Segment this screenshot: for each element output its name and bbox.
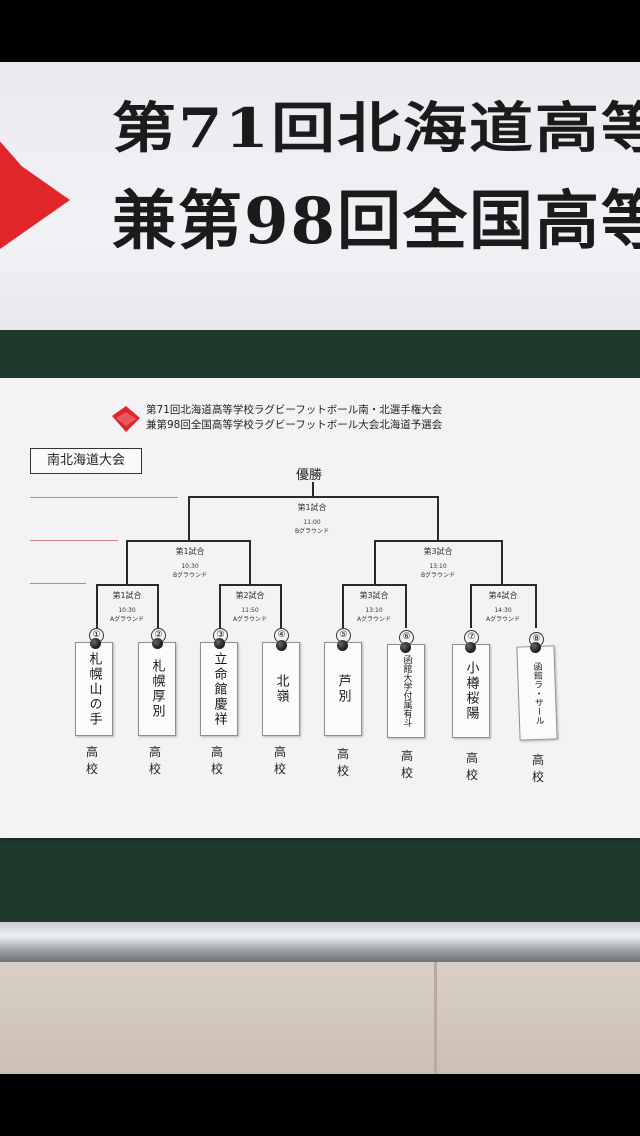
team-suffix: 高校 — [273, 745, 286, 776]
first-round-match-1: 第1試合 10:30 Aグラウンド — [109, 591, 145, 623]
wall-seam — [434, 962, 437, 1074]
date-guide-line — [30, 497, 178, 498]
magnet — [152, 638, 163, 649]
magnet — [337, 640, 348, 651]
team-card: 芦別 — [324, 642, 362, 736]
first-round-match-3: 第3試合 13:10 Aグラウンド — [356, 591, 392, 623]
team-suffix: 高校 — [85, 745, 98, 776]
team-suffix: 高校 — [336, 747, 349, 778]
banner-title-line1: 第71回北海道高等 — [112, 96, 640, 161]
semifinal-match-1: 第1試合 10:30 Bグラウンド — [172, 547, 208, 579]
rugby-logo-icon — [112, 406, 140, 432]
magnet — [530, 642, 541, 653]
seed-number: ⑥ — [399, 630, 414, 645]
date-guide-line — [30, 540, 118, 541]
rugby-logo-icon — [0, 141, 70, 249]
team-card: 札幌山の手 — [75, 642, 113, 736]
bracket-sheet: 第71回北海道高等学校ラグビーフットボール南・北選手権大会 兼第98回全国高等学… — [0, 378, 640, 838]
team-card: 函館ラ・サール — [516, 645, 558, 741]
team-card: 函館大学付属有斗 — [387, 644, 425, 738]
team-suffix: 高校 — [465, 751, 478, 782]
champion-label: 優勝 — [296, 468, 323, 483]
region-label: 南北海道大会 — [30, 448, 142, 474]
semifinal-match-2: 第3試合 13:10 Bグラウンド — [420, 547, 456, 579]
magnet — [214, 638, 225, 649]
team-card: 札幌厚別 — [138, 642, 176, 736]
magnet — [276, 640, 287, 651]
date-guide-line — [30, 583, 86, 584]
magnet — [400, 642, 411, 653]
team-suffix: 高校 — [210, 745, 223, 776]
first-round-match-4: 第4試合 14:30 Aグラウンド — [485, 591, 521, 623]
letterbox — [0, 1074, 640, 1136]
team-card: 小樽桜陽 — [452, 644, 490, 738]
final-match: 第1試合 11:00 Bグラウンド — [294, 503, 330, 535]
magnet — [90, 638, 101, 649]
team-card: 立命館慶祥 — [200, 642, 238, 736]
banner-title-line2: 兼第98回全国高等 — [112, 184, 640, 259]
sheet-title-line1: 第71回北海道高等学校ラグビーフットボール南・北選手権大会 — [146, 404, 443, 416]
first-round-match-2: 第2試合 11:50 Aグラウンド — [232, 591, 268, 623]
team-card: 北嶺 — [262, 642, 300, 736]
team-suffix: 高校 — [148, 745, 161, 776]
team-suffix: 高校 — [400, 749, 413, 780]
sheet-title-line2: 兼第98回全国高等学校ラグビーフットボール大会北海道予選会 — [146, 419, 443, 431]
tournament-banner: 第71回北海道高等 兼第98回全国高等 — [0, 62, 640, 354]
whiteboard-rail — [0, 922, 640, 962]
magnet — [465, 642, 476, 653]
team-suffix: 高校 — [531, 753, 544, 784]
seed-number: ⑦ — [464, 630, 479, 645]
wall-panel — [0, 962, 640, 1074]
